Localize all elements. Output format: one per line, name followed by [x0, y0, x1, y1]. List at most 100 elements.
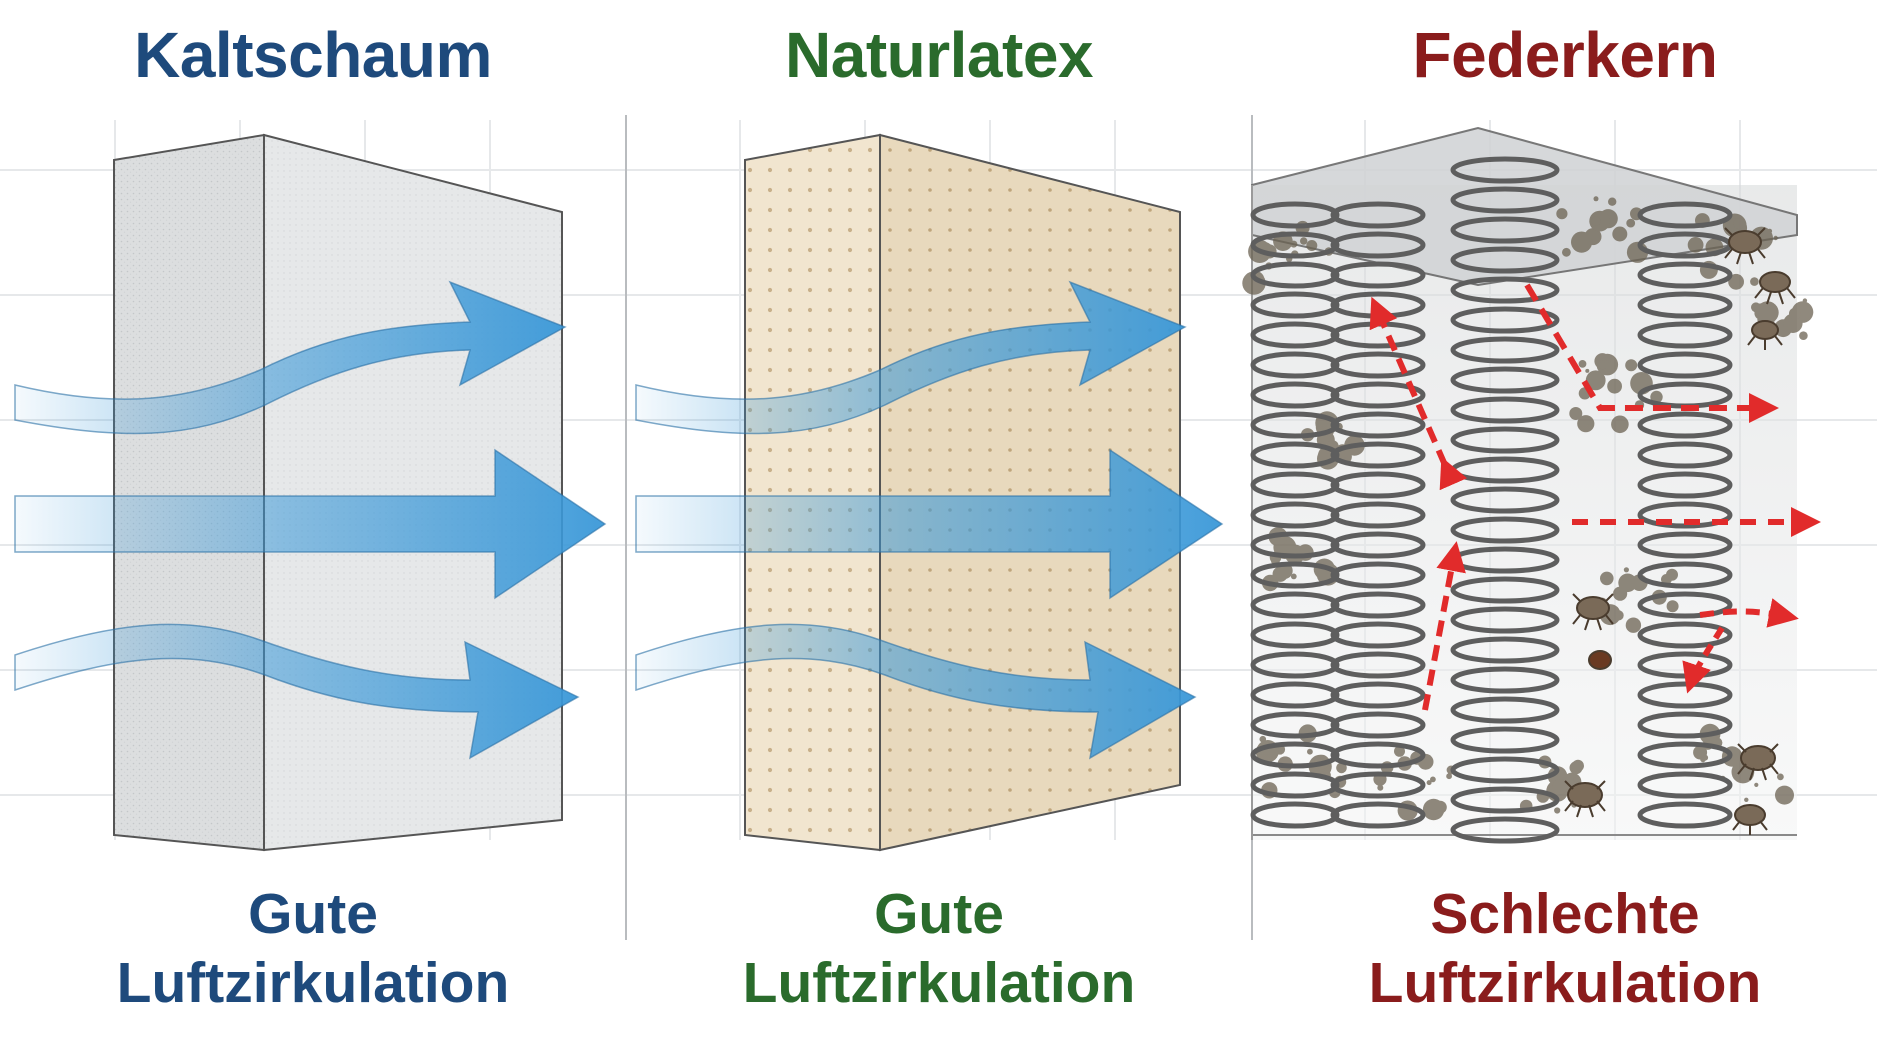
dust-particle — [1666, 600, 1679, 613]
dust-particle — [1756, 301, 1779, 324]
spring-coil-ring — [1637, 801, 1733, 829]
dust-particle — [1422, 798, 1445, 821]
spring-coil-ring — [1637, 561, 1733, 589]
dust-mites — [1564, 227, 1796, 835]
dust-particle — [1562, 247, 1571, 257]
dust-particle — [1607, 378, 1622, 394]
caption-line-2: Luftzirkulation — [1368, 951, 1762, 1015]
spring-coil-ring — [1250, 291, 1340, 319]
dust-particle — [1554, 807, 1561, 814]
caption-line-2: Luftzirkulation — [742, 951, 1136, 1015]
dust-particle — [1307, 748, 1313, 755]
spring-coil-ring — [1637, 201, 1733, 229]
dust-particle — [1626, 218, 1636, 228]
spring-coil-ring — [1250, 231, 1340, 259]
panel-title: Naturlatex — [785, 19, 1094, 91]
dust-particle — [1687, 237, 1704, 253]
spring-coil-ring — [1637, 771, 1733, 799]
dust-particle — [1750, 277, 1759, 286]
spring-coil-ring — [1250, 591, 1340, 619]
dust-particle — [1290, 240, 1298, 248]
dust-particle — [1625, 617, 1642, 633]
spring-coil-ring — [1330, 501, 1426, 529]
spring-coil-ring — [1450, 786, 1560, 814]
spring-coil-ring — [1250, 711, 1340, 739]
spring-coil-ring — [1330, 801, 1426, 829]
spring-coil-ring — [1330, 741, 1426, 769]
spring-coil-ring — [1450, 516, 1560, 544]
dust-particle — [1611, 415, 1629, 434]
spring-coil-ring — [1330, 231, 1426, 259]
spring-coil-ring — [1637, 471, 1733, 499]
spring-coil-ring — [1250, 741, 1340, 769]
spring-coil-ring — [1330, 711, 1426, 739]
spring-coil-ring — [1330, 561, 1426, 589]
spring-coil-ring — [1637, 531, 1733, 559]
blocked-airflow-arrows — [1369, 283, 1821, 711]
dust-particle — [1650, 390, 1663, 404]
dust-particle — [1608, 197, 1617, 206]
spring-coil-ring — [1450, 666, 1560, 694]
spring-coil-ring — [1450, 726, 1560, 754]
dust-particle — [1290, 573, 1297, 580]
spring-coil-ring — [1250, 771, 1340, 799]
dust-particle — [1394, 745, 1405, 757]
caption-line-1: Gute — [874, 882, 1004, 946]
caption-line-1: Gute — [248, 882, 378, 946]
spring-coil-ring — [1450, 246, 1560, 274]
dust-particle — [1572, 759, 1584, 772]
spring-coil-ring — [1330, 261, 1426, 289]
dust-particle — [1623, 567, 1629, 573]
airflow-arrows-naturlatex — [635, 280, 1224, 760]
dust-particle — [1556, 208, 1568, 220]
dust-particle — [1300, 237, 1308, 245]
spring-coil-ring — [1250, 471, 1340, 499]
panel-caption: Gute Luftzirkulation — [0, 880, 626, 1018]
dust-particle — [1306, 240, 1318, 251]
spring-coil-ring — [1637, 261, 1733, 289]
panel-caption: Schlechte Luftzirkulation — [1252, 880, 1877, 1018]
dust-particle — [1577, 415, 1595, 433]
spring-coil-ring — [1450, 486, 1560, 514]
dust-particle — [1446, 773, 1452, 780]
spring-coil-ring — [1330, 591, 1426, 619]
dust-particle — [1552, 779, 1568, 795]
dust-particle — [1569, 407, 1583, 420]
spring-coil-ring — [1330, 621, 1426, 649]
spring-coil-ring — [1637, 351, 1733, 379]
spring-coil-ring — [1637, 621, 1733, 649]
panel-caption: Gute Luftzirkulation — [626, 880, 1252, 1018]
dust-particle — [1666, 568, 1678, 581]
spring-coil-ring — [1250, 531, 1340, 559]
dust-particle — [1430, 776, 1436, 783]
spring-coil-ring — [1330, 681, 1426, 709]
dust-particle — [1767, 228, 1773, 234]
panel-title: Kaltschaum — [134, 19, 492, 91]
dust-particle — [1350, 438, 1356, 443]
spring-coil-ring — [1330, 531, 1426, 559]
dust-particle — [1242, 271, 1266, 295]
dust-particle — [1615, 590, 1621, 596]
dust-particle — [1571, 231, 1593, 253]
dust-particle — [1744, 797, 1749, 802]
caption-line-1: Schlechte — [1430, 882, 1700, 946]
dust-particle — [1799, 331, 1808, 341]
spring-coil-ring — [1450, 636, 1560, 664]
spring-coil-ring — [1250, 261, 1340, 289]
caption-line-2: Luftzirkulation — [116, 951, 510, 1015]
spring-coil-ring — [1637, 711, 1733, 739]
dust-particle — [1612, 226, 1628, 242]
spring-coil-ring — [1637, 321, 1733, 349]
spring-coil-ring — [1637, 441, 1733, 469]
dust-particle — [1754, 782, 1759, 788]
dust-particle — [1773, 235, 1778, 241]
spring-coil-ring — [1637, 591, 1733, 619]
spring-coil-ring — [1450, 186, 1560, 214]
dust-particle — [1591, 216, 1601, 226]
spring-coil-ring — [1250, 561, 1340, 589]
dust-particle — [1702, 754, 1709, 761]
dust-particle — [1594, 353, 1611, 370]
dust-particle — [1573, 777, 1578, 783]
